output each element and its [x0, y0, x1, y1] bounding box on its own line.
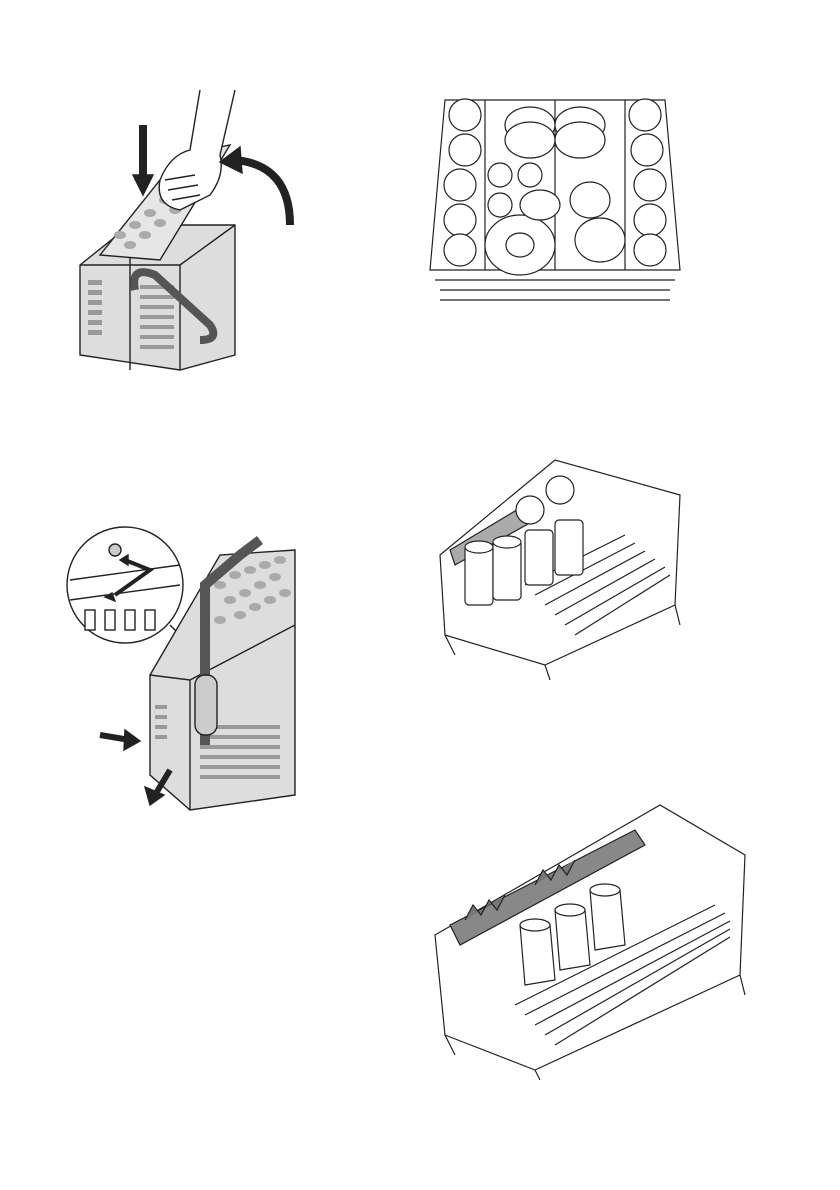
rack-with-glasses-and-cups-icon	[425, 455, 695, 680]
rack-with-glass-supports-icon	[425, 795, 755, 1080]
cutlery-basket-lid-figure	[60, 85, 310, 375]
upper-rack-with-cups-and-plates-icon	[425, 80, 685, 320]
cutlery-basket-removal-figure	[60, 525, 310, 815]
upper-rack-figure	[425, 80, 685, 320]
cutlery-basket-lid-closing-icon	[60, 85, 310, 375]
glass-rack-figure	[425, 455, 695, 680]
long-rack-figure	[425, 795, 755, 1080]
cutlery-basket-handle-removal-icon	[60, 525, 310, 815]
